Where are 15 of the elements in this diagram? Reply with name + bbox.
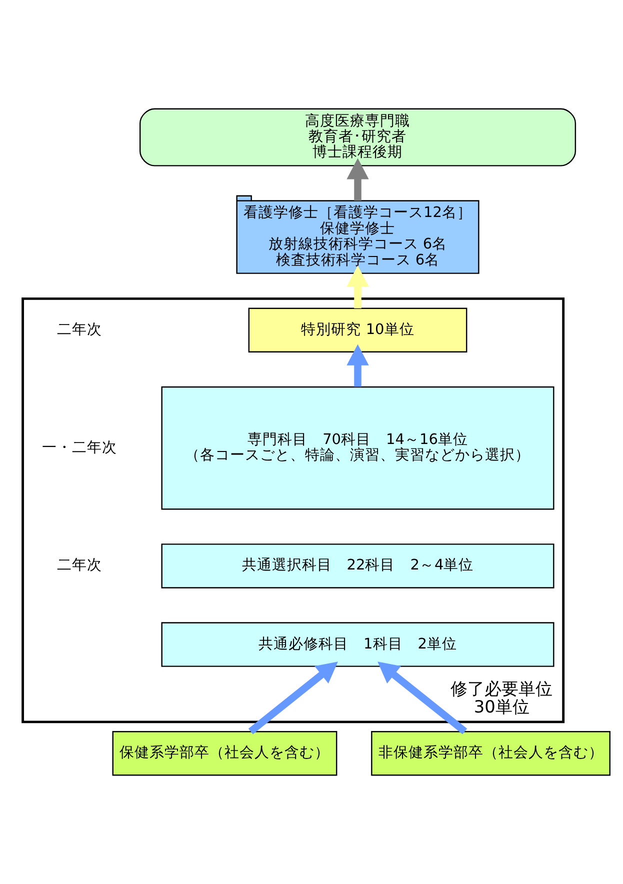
node-box: 保健系学部卒（社会人を含む） [112,731,338,776]
arrow [248,662,338,734]
node-box: 非保健系学部卒（社会人を含む） [371,731,610,776]
arrow [378,662,468,734]
node-box: 高度医療専門職 教育者･研究者 博士課程後期 [139,108,576,166]
node-box: 特別研究 10単位 [248,308,468,352]
label: 一・二年次 [42,440,118,456]
label: 二年次 [57,322,102,338]
arrow [346,158,369,201]
node-box: 共通選択科目 22科目 2～4単位 [161,544,554,588]
arrow [346,266,369,308]
node-box: 専門科目 70科目 14～16単位 （各コースごと、特論、演習、実習などから選択） [161,386,554,510]
label: 二年次 [57,558,102,574]
arrow [346,344,369,387]
node-box: 共通必修科目 1科目 2単位 [161,622,554,667]
